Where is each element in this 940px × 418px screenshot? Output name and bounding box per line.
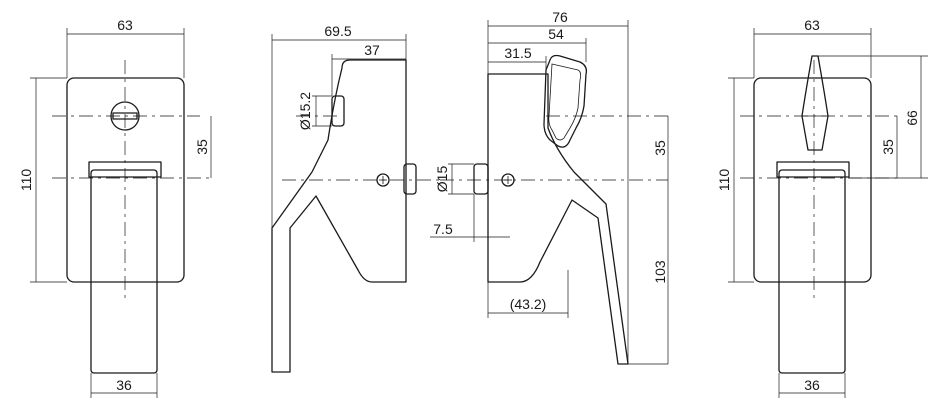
lever-head xyxy=(801,55,829,151)
dim-depth: 76 xyxy=(552,9,568,25)
dim-lever-depth: 54 xyxy=(548,26,564,42)
spindle-stub xyxy=(403,163,417,195)
dim-length: 103 xyxy=(652,260,668,284)
dim-spindle: 7.5 xyxy=(433,221,453,237)
dim-offset: 35 xyxy=(652,140,668,156)
front-view-right: 63 110 35 66 36 xyxy=(716,17,928,398)
dim-offset: 35 xyxy=(880,139,896,155)
dim-handle-width: 36 xyxy=(804,377,820,393)
lever-handle xyxy=(543,54,588,148)
handle-grip xyxy=(778,169,846,374)
lever-inner xyxy=(548,63,582,141)
spindle-stub xyxy=(473,163,489,195)
handle-grip xyxy=(90,169,158,374)
dim-diameter: Ø15.2 xyxy=(297,92,313,130)
dim-width: 63 xyxy=(117,17,133,33)
body-profile xyxy=(487,73,629,365)
front-view-left: 63 110 35 36 xyxy=(18,17,212,398)
dim-width: 63 xyxy=(804,17,820,33)
dim-height: 110 xyxy=(18,169,34,192)
body-profile xyxy=(271,59,407,373)
dim-lever-offset: 31.5 xyxy=(504,45,531,61)
dim-body-depth: (43.2) xyxy=(510,296,547,312)
side-view-left: 69.5 37 Ø15.2 xyxy=(271,23,440,373)
side-view-right: 76 54 31.5 35 Ø15 7.5 (43.2) 103 xyxy=(430,9,669,365)
handle-hub xyxy=(776,161,850,178)
dim-cap-depth: 37 xyxy=(364,42,380,58)
spindle-cap xyxy=(331,95,345,127)
mounting-plate xyxy=(753,77,872,283)
dim-diameter: Ø15 xyxy=(434,166,450,193)
dim-height: 110 xyxy=(716,169,732,192)
dim-depth: 69.5 xyxy=(324,23,351,39)
dim-handle-width: 36 xyxy=(116,377,132,393)
mounting-plate xyxy=(66,77,185,283)
dim-offset: 35 xyxy=(194,139,210,155)
dim-lever-height: 66 xyxy=(904,110,920,126)
